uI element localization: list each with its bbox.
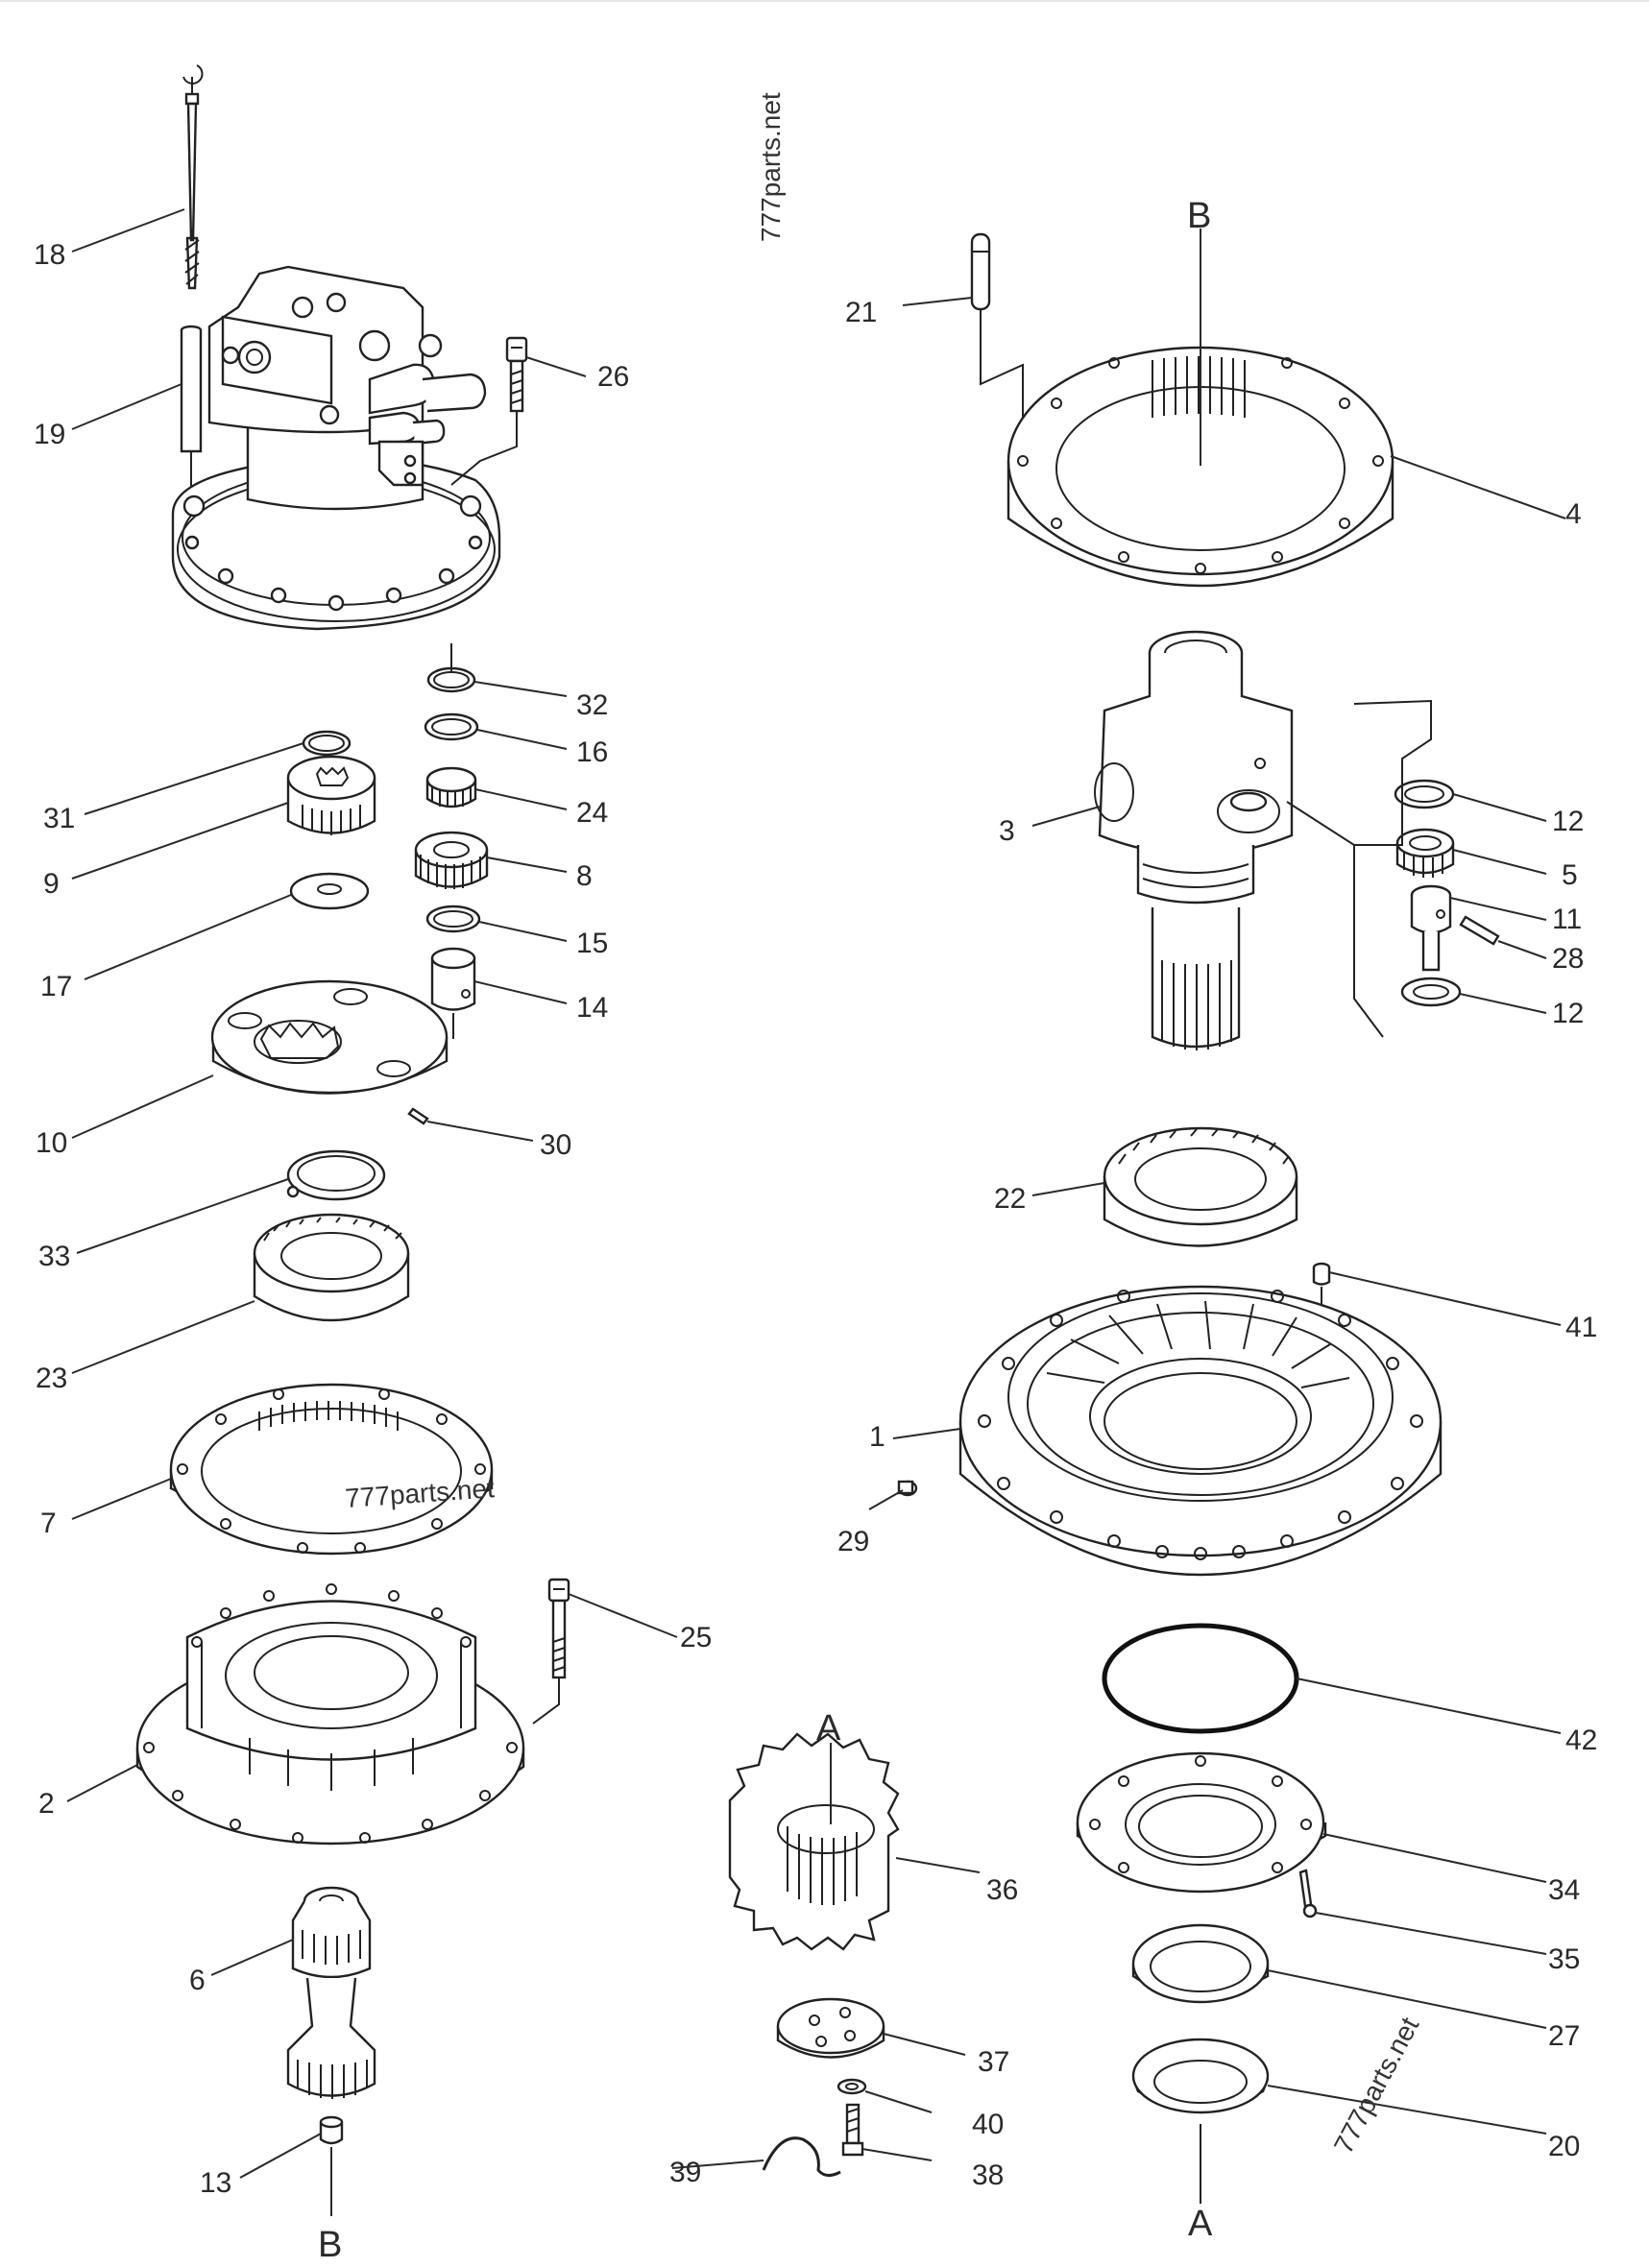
label-23: 23 [36, 1363, 67, 1394]
label-25: 25 [680, 1622, 712, 1653]
label-18: 18 [34, 239, 65, 271]
part-1-housing [958, 1285, 1443, 1577]
label-6: 6 [189, 1965, 206, 1996]
label-37: 37 [978, 2046, 1009, 2078]
marker-b-bottom: B [318, 2225, 342, 2265]
label-9: 9 [43, 868, 60, 900]
part-7-ring-gear [169, 1383, 494, 1556]
part-24-needle-bearing [425, 766, 477, 808]
label-5: 5 [1562, 859, 1578, 891]
marker-a-bottom: A [1188, 2204, 1213, 2244]
part-6-pinion-shaft [286, 1886, 376, 2099]
part-33-snap-ring [286, 1149, 386, 1201]
label-20: 20 [1548, 2131, 1580, 2162]
part-39-lock-wire [762, 2136, 841, 2177]
label-38: 38 [972, 2159, 1004, 2191]
label-2: 2 [38, 1788, 55, 1820]
part-2-housing [135, 1583, 525, 1846]
label-32: 32 [576, 689, 608, 721]
part-23-roller-bearing [253, 1213, 410, 1322]
part-16-washer [424, 712, 479, 741]
label-14: 14 [576, 992, 608, 1024]
part-20-seal [1131, 2038, 1270, 2204]
label-4: 4 [1565, 498, 1582, 530]
label-28: 28 [1552, 943, 1584, 975]
part-14-bushing [430, 947, 476, 1039]
label-12-upper: 12 [1552, 806, 1584, 837]
label-40: 40 [972, 2109, 1004, 2140]
part-32-snap-ring [426, 643, 476, 693]
section-markers: B B A A [318, 196, 1213, 2265]
label-8: 8 [576, 860, 593, 892]
part-21-pin [970, 232, 1024, 422]
part-35-screw [1298, 1869, 1318, 1918]
part-5-planet-gear [1395, 828, 1455, 878]
label-22: 22 [994, 1183, 1026, 1215]
label-19: 19 [34, 419, 65, 450]
part-36-sun-gear [728, 1732, 900, 1951]
part-3-carrier-shaft [1094, 630, 1294, 1050]
swing-motor-assembly [171, 265, 501, 631]
label-11: 11 [1552, 904, 1582, 935]
part-38-bolt [841, 2103, 864, 2157]
part-30-pin [407, 1107, 429, 1125]
part-34-cover [1076, 1751, 1327, 1894]
label-27: 27 [1548, 2020, 1580, 2052]
assembly-bracket-12 [1286, 699, 1432, 1038]
label-10: 10 [36, 1127, 67, 1159]
label-1: 1 [869, 1421, 885, 1453]
label-30: 30 [540, 1129, 571, 1161]
part-18-dipstick [182, 64, 204, 290]
label-36: 36 [986, 1874, 1018, 1906]
label-41: 41 [1565, 1312, 1597, 1343]
part-11-pin [1410, 884, 1452, 972]
label-15: 15 [576, 928, 608, 959]
label-33: 33 [38, 1241, 70, 1272]
label-13: 13 [200, 2167, 231, 2199]
label-26: 26 [597, 361, 629, 393]
label-24: 24 [576, 797, 608, 829]
watermark-top: 777parts.net [756, 92, 786, 242]
part-27-ring [1131, 1923, 1270, 2004]
label-21: 21 [845, 297, 877, 328]
label-12-lower: 12 [1552, 998, 1584, 1029]
callout-labels: 18 19 26 32 16 24 8 15 14 31 9 17 10 30 … [34, 239, 1597, 2199]
label-39: 39 [669, 2157, 701, 2188]
part-13-plug [319, 2115, 344, 2145]
leader-lines [66, 208, 1566, 2216]
label-3: 3 [999, 815, 1015, 847]
part-9-sun-gear [286, 755, 376, 835]
part-19-pipe [180, 325, 203, 504]
top-border [0, 0, 1649, 2]
part-22-roller-bearing [1103, 1126, 1298, 1247]
part-12-thrust-washer-lower [1400, 977, 1462, 1007]
label-7: 7 [40, 1508, 57, 1539]
part-8-planet-gear [414, 831, 489, 889]
part-26-bolt [450, 336, 528, 486]
marker-b-top: B [1187, 196, 1211, 236]
label-29: 29 [837, 1526, 869, 1557]
part-12-thrust-washer-upper [1394, 779, 1455, 809]
part-10-carrier [210, 979, 449, 1095]
part-15-washer [425, 905, 481, 933]
part-42-o-ring [1102, 1623, 1299, 1734]
marker-a-top: A [816, 1708, 841, 1749]
part-31-snap-ring [302, 730, 352, 757]
label-34: 34 [1548, 1874, 1580, 1906]
part-28-pin [1459, 915, 1500, 946]
part-40-washer [837, 2078, 867, 2095]
label-35: 35 [1548, 1943, 1580, 1975]
label-16: 16 [576, 736, 608, 768]
part-29-plug [897, 1480, 918, 1497]
label-42: 42 [1565, 1725, 1597, 1756]
part-37-plate [776, 1997, 885, 2059]
watermark-bottom: 777parts.net [1328, 2013, 1425, 2159]
label-17: 17 [40, 971, 72, 1002]
part-17-thrust-plate [289, 872, 370, 910]
label-31: 31 [43, 803, 75, 834]
part-25-bolt [532, 1578, 570, 1725]
